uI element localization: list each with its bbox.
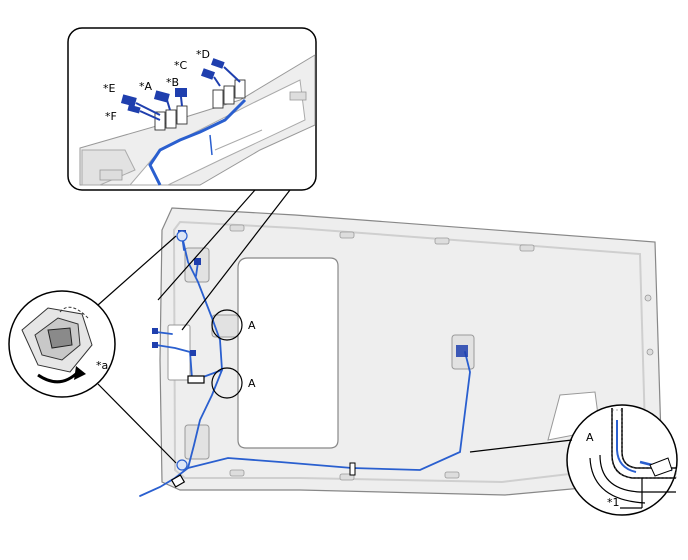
sunroof-opening: [237, 257, 339, 449]
callout-c: *C: [174, 59, 188, 72]
top-inset-leader-lines: [157, 189, 291, 331]
right-inset-section-label: A: [586, 431, 594, 444]
top-inset-callouts: *E *A *B *C *D *F: [103, 48, 210, 123]
section-label-a-upper: A: [248, 319, 256, 332]
right-inset-content: [589, 408, 677, 504]
detail-circle-a-lower: [211, 367, 243, 399]
right-inset-leader-lines: [469, 439, 643, 509]
callout-d: *D: [196, 48, 210, 61]
callout-f: *F: [105, 110, 117, 123]
callout-a: *A: [139, 80, 153, 93]
left-inset-leader-lines: [97, 235, 177, 464]
callout-a-lower-case: *a: [96, 359, 108, 372]
roof-wire-harness: [139, 235, 471, 497]
right-inset-frame: [566, 404, 678, 516]
callout-1: *1: [607, 496, 620, 509]
roof-connectors: [152, 230, 468, 488]
callout-e: *E: [103, 82, 116, 95]
left-inset-content: [21, 306, 93, 384]
top-inset-content: [79, 54, 316, 186]
callout-b: *B: [166, 76, 179, 89]
section-label-a-lower: A: [248, 377, 256, 390]
detail-circle-a-upper: [211, 309, 243, 341]
